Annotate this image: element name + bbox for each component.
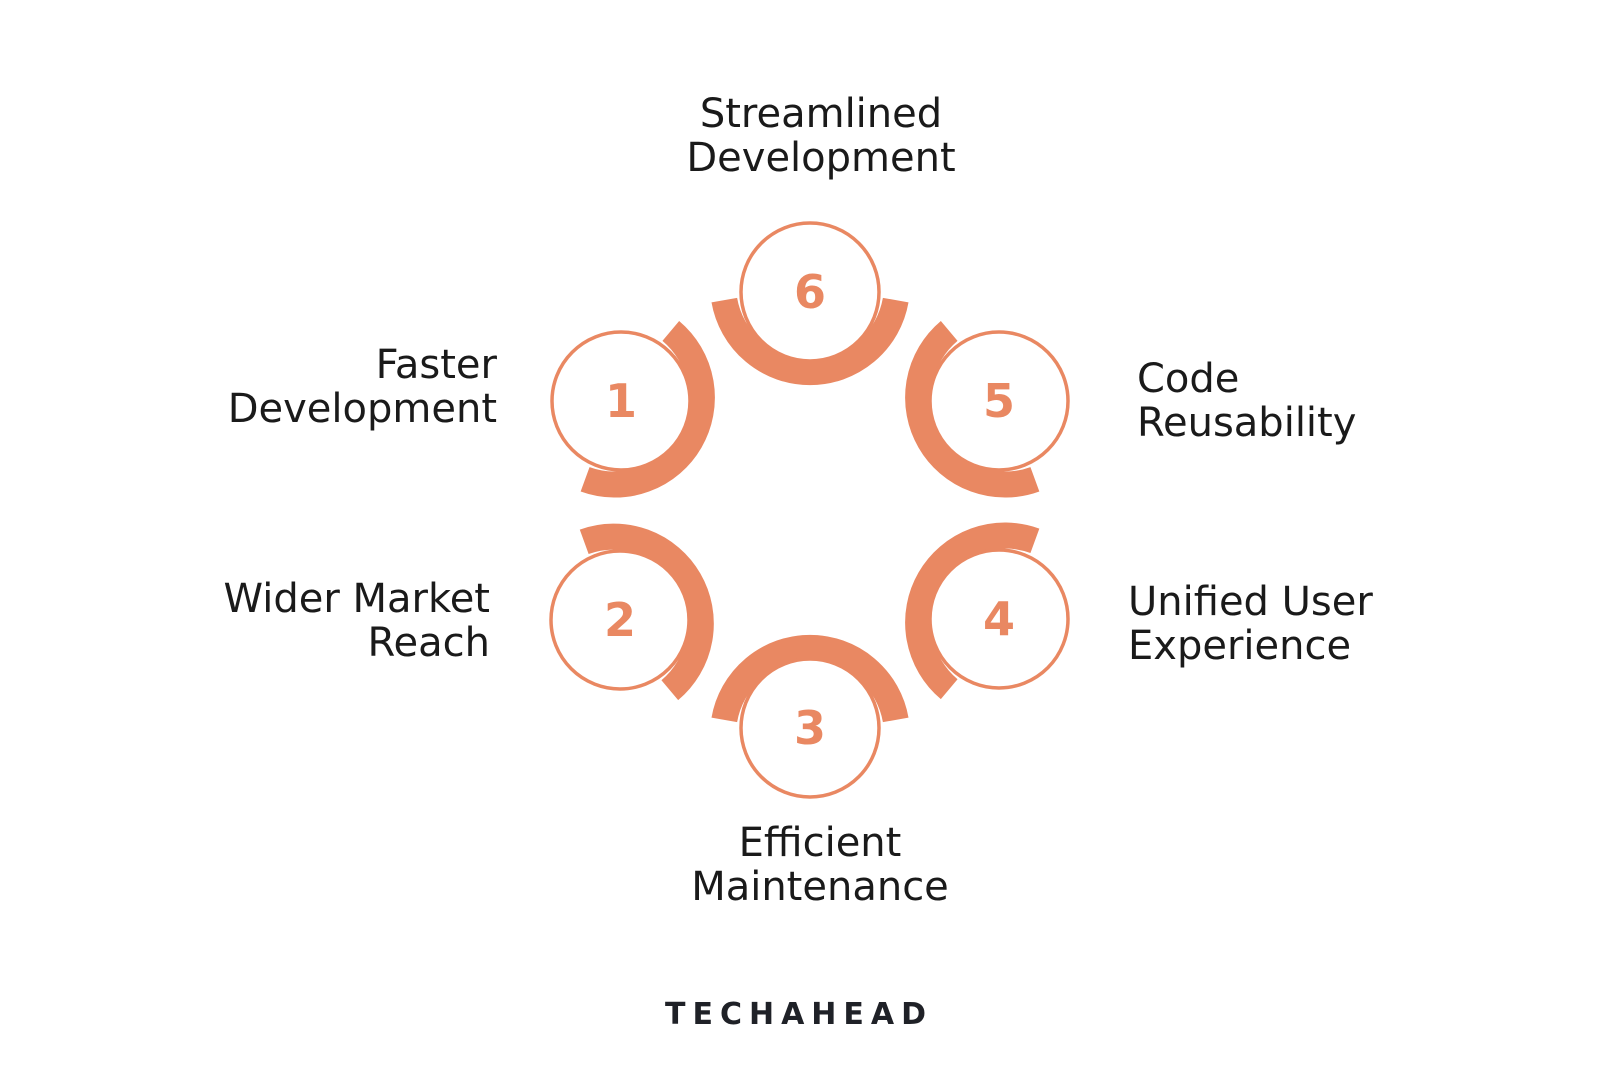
label-wider-market-reach: Wider Market Reach	[223, 576, 490, 666]
node-3: 3	[711, 634, 909, 799]
node-2-circle	[549, 549, 691, 691]
techahead-logo: TECHAHEAD	[664, 997, 934, 1032]
node-2-number: 2	[604, 593, 636, 647]
node-2: 2	[549, 523, 714, 701]
node-4-circle	[928, 548, 1070, 690]
node-5-arc	[905, 320, 1040, 498]
node-5-circle	[928, 330, 1070, 472]
label-unified-user-experience: Unified User Experience	[1128, 579, 1373, 669]
node-3-number: 3	[794, 701, 826, 755]
node-1-circle	[550, 330, 692, 472]
node-4-number: 4	[983, 592, 1015, 646]
node-6-circle	[739, 221, 881, 363]
label-streamlined-development: Streamlined Development	[686, 91, 956, 181]
node-5: 5	[905, 320, 1070, 498]
node-6: 6	[711, 221, 909, 386]
node-1-arc	[580, 320, 715, 498]
node-4: 4	[905, 522, 1070, 700]
node-6-number: 6	[794, 265, 826, 319]
node-4-arc	[905, 522, 1040, 700]
node-5-number: 5	[983, 374, 1015, 428]
node-3-circle	[739, 657, 881, 799]
node-6-arc	[711, 297, 909, 386]
label-code-reusability: Code Reusability	[1137, 356, 1357, 446]
node-1: 1	[550, 320, 715, 498]
node-2-arc	[579, 523, 714, 701]
label-efficient-maintenance: Efficient Maintenance	[691, 820, 949, 910]
node-3-arc	[711, 634, 909, 723]
label-faster-development: Faster Development	[227, 342, 497, 432]
node-1-number: 1	[605, 374, 637, 428]
